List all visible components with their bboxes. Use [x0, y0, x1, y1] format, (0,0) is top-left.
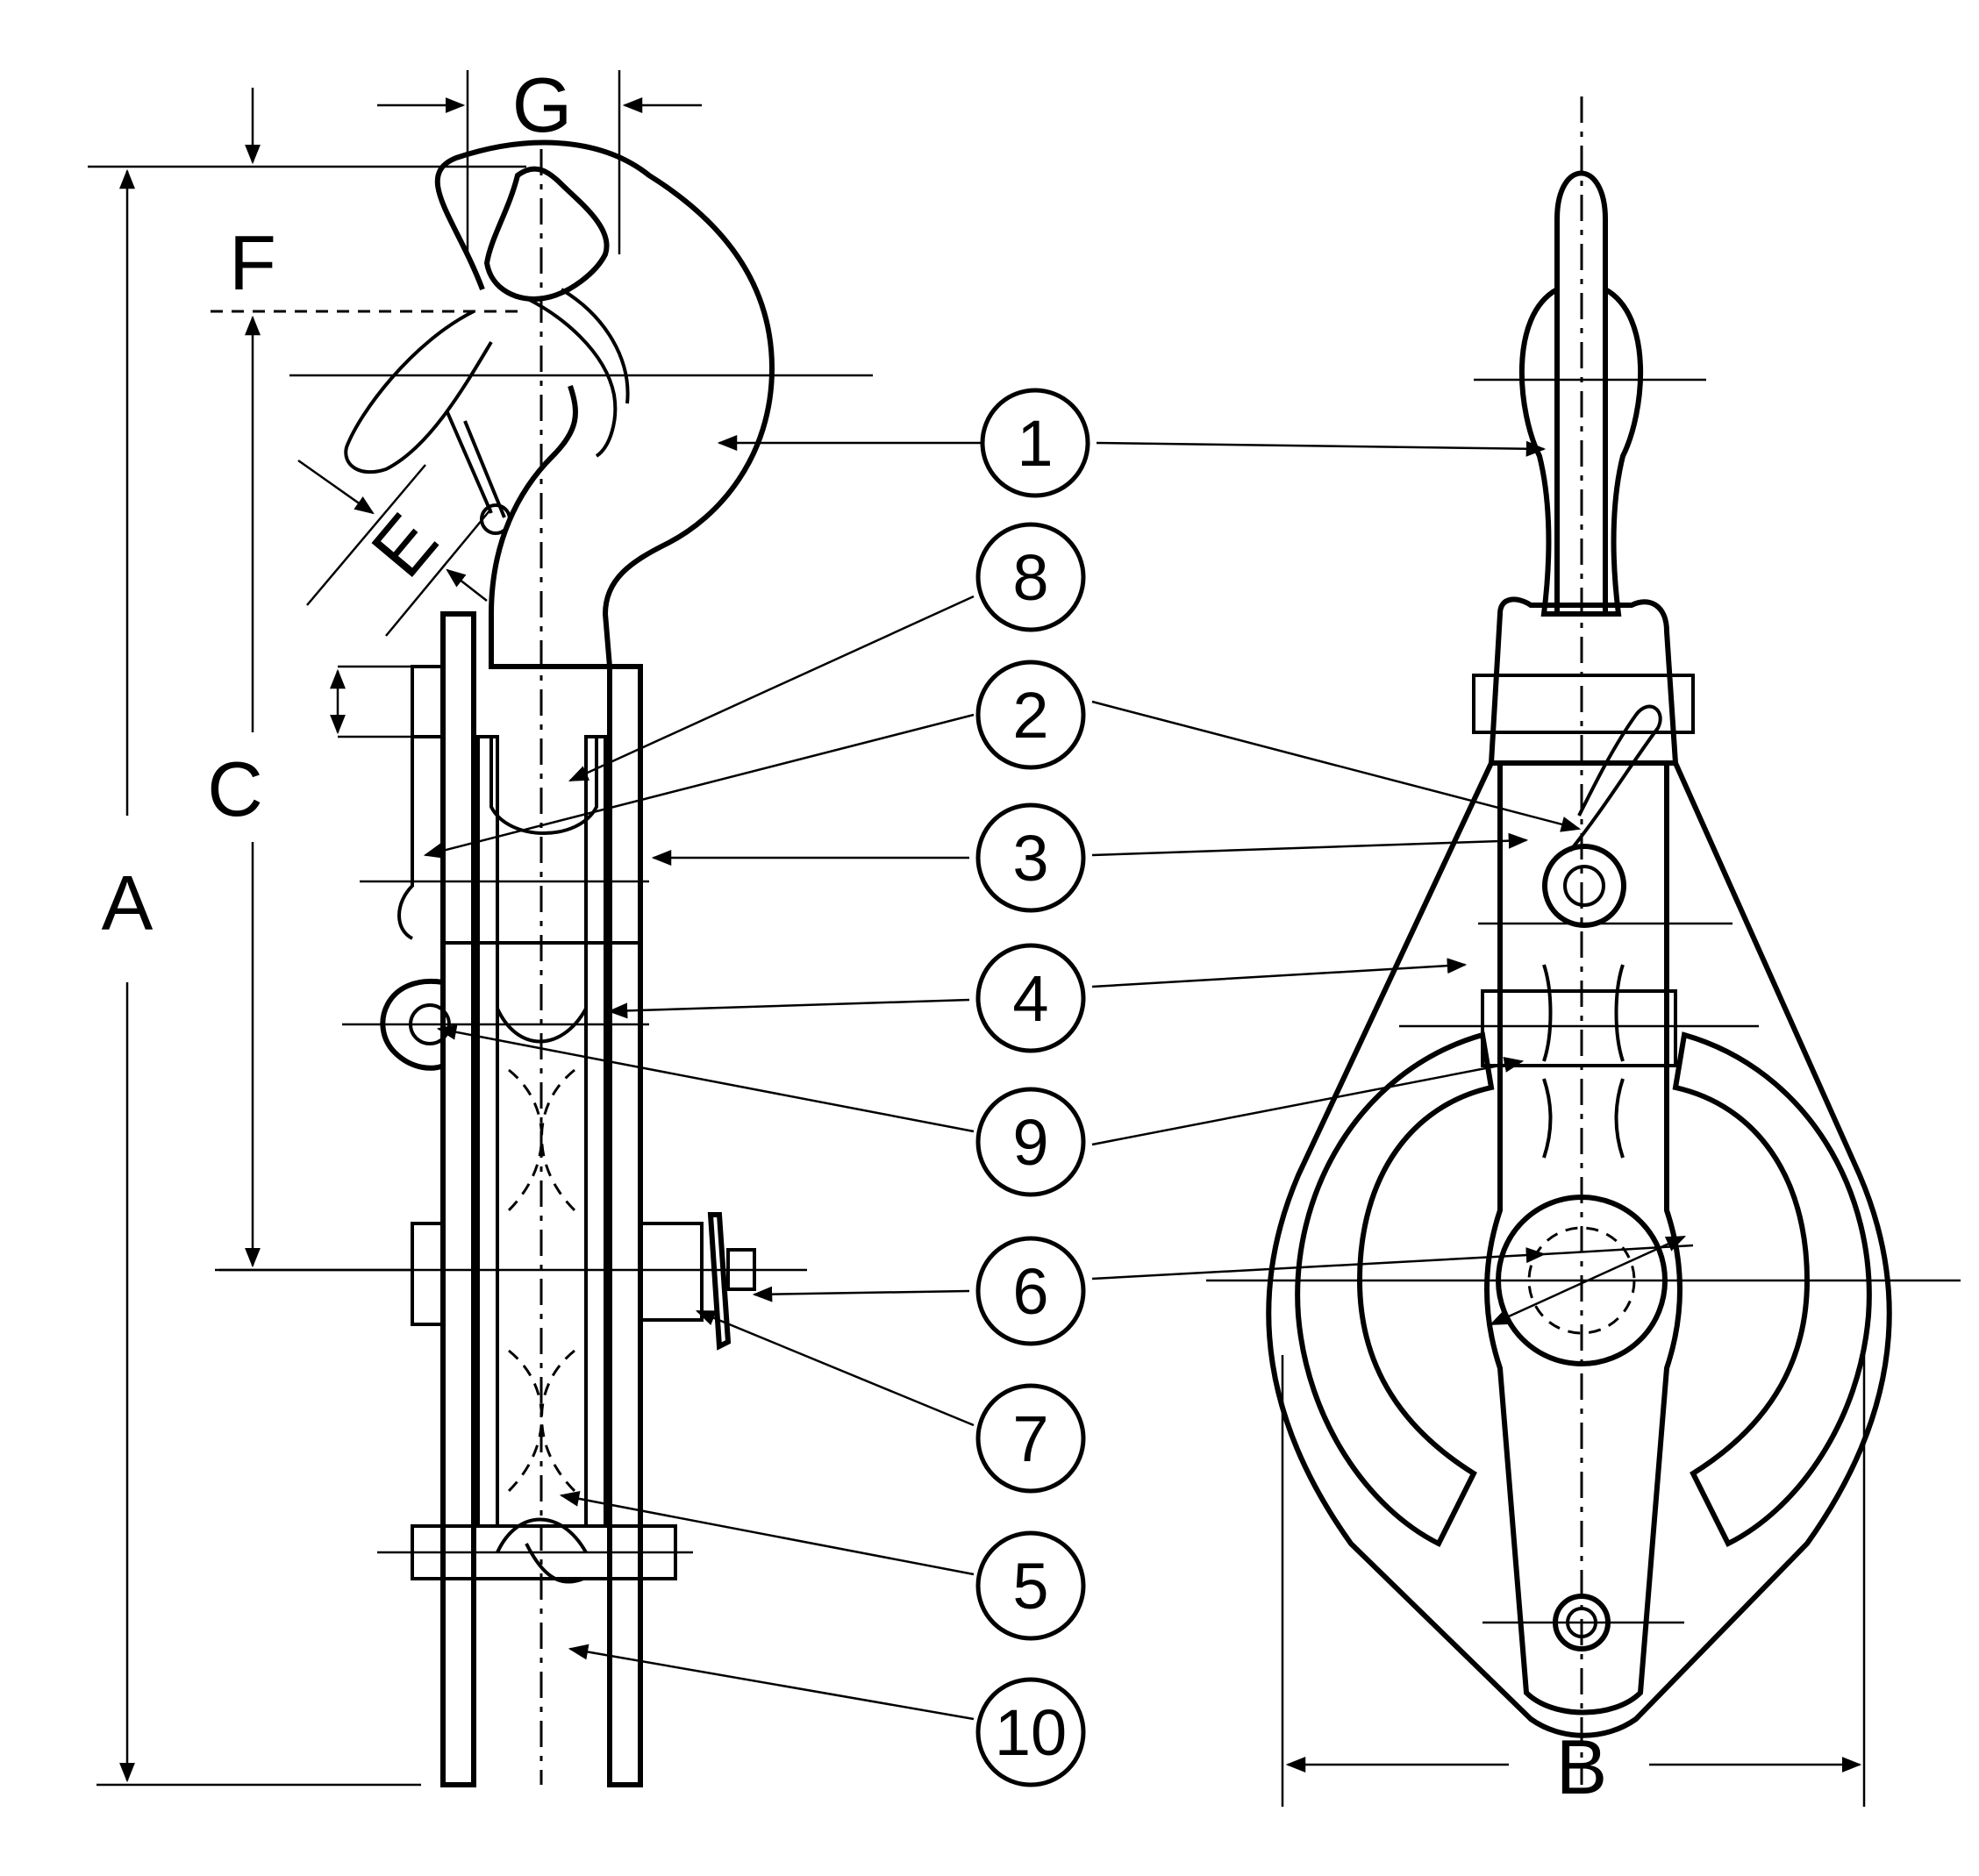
hook-latch-pin [480, 503, 511, 535]
cotter-pin [726, 1248, 756, 1291]
callout-1-label: 1 [1017, 407, 1053, 480]
callout-7: 7 [975, 1383, 1086, 1494]
dim-e-ext-1 [306, 464, 426, 606]
leader-4-left [607, 998, 970, 1019]
dim-label-a: A [102, 860, 154, 946]
callout-1: 1 [980, 388, 1090, 498]
front-hook-body [1518, 287, 1644, 617]
callout-2: 2 [975, 660, 1086, 770]
bottom-spacer [525, 1543, 584, 1584]
dim-e-arrow-1 [297, 459, 375, 515]
callout-6-label: 6 [1012, 1255, 1048, 1328]
leader-3-right [1091, 832, 1529, 857]
callout-9-label: 9 [1012, 1106, 1048, 1179]
side-plate-right [607, 664, 643, 1787]
front-top-pin [1472, 674, 1695, 734]
plate-edge [397, 684, 414, 940]
inner-plate-left [476, 735, 499, 1528]
callout-4: 4 [975, 943, 1086, 1053]
sheave-bottom-groove [496, 1517, 588, 1553]
callout-2-label: 2 [1012, 679, 1048, 752]
dim-label-g: G [512, 61, 572, 148]
callout-9: 9 [975, 1087, 1086, 1197]
sheave-hidden-1 [507, 1068, 576, 1212]
front-strap-inner [1542, 964, 1625, 1159]
hook-tip [483, 166, 610, 302]
front-upper-eye [1542, 844, 1626, 928]
callout-5: 5 [975, 1530, 1086, 1641]
leader-9-left [436, 1024, 975, 1133]
side-view: A C F G E [88, 61, 873, 1787]
callout-10: 10 [975, 1677, 1086, 1787]
sheave-top-groove [496, 1008, 588, 1044]
callout-leaders [423, 435, 1694, 1721]
front-hook-shank [1554, 170, 1608, 617]
side-eye [380, 978, 445, 1071]
leader-9-right [1091, 1057, 1525, 1146]
hook-latch [344, 310, 493, 474]
leader-7 [695, 1309, 975, 1427]
inner-plate-right [584, 735, 607, 1528]
callout-8: 8 [975, 522, 1086, 632]
callout-5-label: 5 [1012, 1550, 1048, 1623]
leader-6-left [752, 1286, 970, 1302]
callout-8-label: 8 [1012, 541, 1048, 614]
dim-e-ext-2 [385, 508, 492, 637]
swivel-bearing [489, 737, 598, 835]
front-left-slot [1295, 1031, 1495, 1548]
leader-2-right [1091, 700, 1582, 832]
dim-label-c: C [207, 745, 263, 832]
leader-1-right [1096, 440, 1547, 457]
axle-diameter-arrow [1489, 1235, 1687, 1326]
callout-4-label: 4 [1012, 962, 1048, 1035]
leader-5 [559, 1490, 975, 1576]
leader-10 [568, 1644, 975, 1721]
axle-bolt-head [411, 1222, 445, 1326]
callout-6: 6 [975, 1236, 1086, 1346]
top-pin-head [411, 665, 445, 738]
leader-6-right [1091, 1247, 1547, 1280]
dim-label-b: B [1556, 1723, 1608, 1810]
front-view: B [1206, 96, 1961, 1810]
side-plate-left [440, 611, 476, 1787]
hook [434, 139, 775, 669]
front-outer-frame [1266, 761, 1892, 1738]
dim-label-f: F [229, 219, 276, 306]
axle-nut [639, 1222, 704, 1322]
callout-3: 3 [975, 802, 1086, 913]
axle-washer [707, 1212, 732, 1351]
front-side-lugs [1481, 989, 1677, 1067]
front-swivel-housing [1488, 596, 1679, 766]
leader-8 [568, 595, 975, 782]
callout-circles: 1 8 2 3 4 9 6 7 [975, 388, 1090, 1787]
front-upper-eye-hole [1563, 865, 1605, 907]
leader-4-right [1091, 958, 1468, 988]
callout-7-label: 7 [1012, 1402, 1048, 1475]
hook-shank [525, 288, 630, 458]
front-right-slot [1672, 1031, 1872, 1548]
callout-3-label: 3 [1012, 822, 1048, 895]
callout-10-label: 10 [995, 1696, 1067, 1769]
dim-e-arrow-2 [446, 568, 488, 602]
leader-2-left [423, 713, 975, 859]
sheave-hidden-2 [507, 1349, 576, 1493]
hook-latch-spring [446, 411, 506, 518]
front-latch-link [1568, 704, 1662, 852]
leader-6-diameter [1543, 1244, 1694, 1256]
